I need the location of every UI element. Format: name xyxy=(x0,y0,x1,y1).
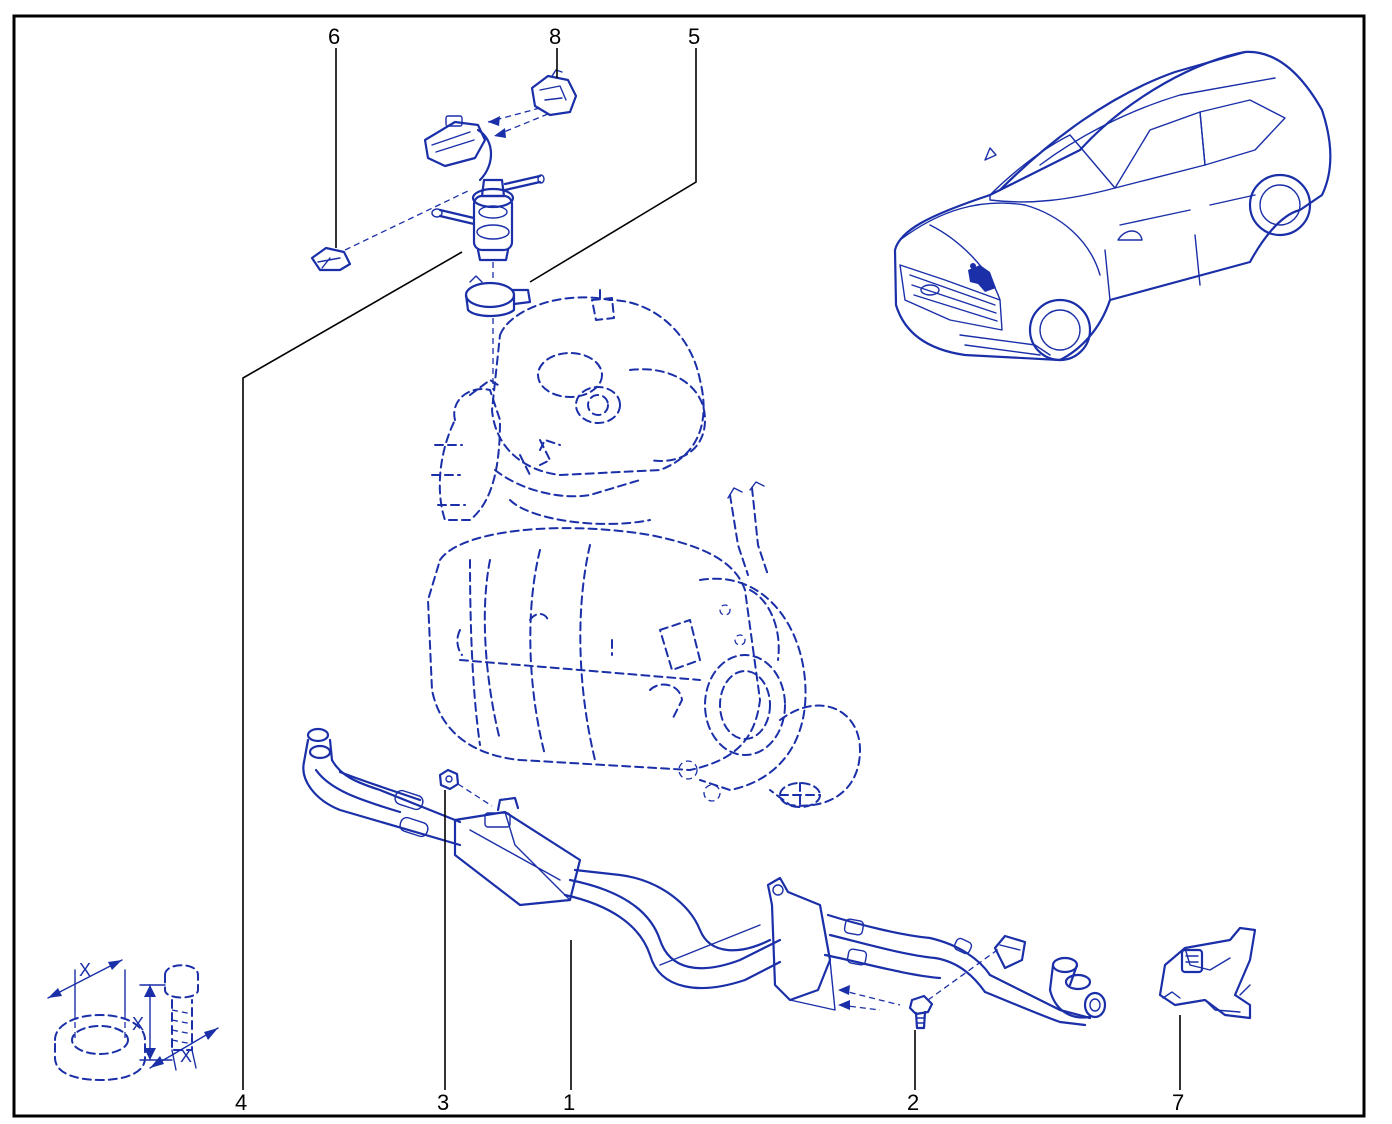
bolt-length-dimension-label: X xyxy=(132,1014,144,1034)
callout-1: 1 xyxy=(563,1090,575,1115)
nut-dimension-label: X xyxy=(79,960,91,980)
part-1-fit-line-b xyxy=(839,1004,881,1011)
callout-7: 7 xyxy=(1172,1090,1184,1115)
part-1-arrow-b xyxy=(838,1000,850,1010)
part-6-fit-line xyxy=(344,189,471,251)
sensor-connector xyxy=(423,115,493,182)
part-5-sensor-bracket xyxy=(464,275,532,318)
leader-4 xyxy=(242,251,463,1090)
vehicle-locator-illustration xyxy=(893,50,1332,362)
particulate-filter-assembly xyxy=(427,289,861,808)
tightening-inset: X X X xyxy=(47,959,219,1081)
part-8-arrow-b xyxy=(494,128,506,138)
callout-5: 5 xyxy=(688,24,700,49)
callout-3: 3 xyxy=(437,1090,449,1115)
part-8-clip xyxy=(530,69,578,117)
part-7-mounting-bracket xyxy=(1158,926,1257,1020)
part-2-fit-line xyxy=(927,947,1001,1001)
part-3-fit-line xyxy=(457,783,493,807)
part-3-nut xyxy=(438,768,460,791)
part-6-clip xyxy=(310,246,352,272)
diagram-frame xyxy=(12,14,1366,1118)
part-1-arrow-a xyxy=(838,985,850,995)
callout-8: 8 xyxy=(549,24,561,49)
callout-6: 6 xyxy=(328,24,340,49)
part-2-bolt xyxy=(908,994,934,1030)
callout-4: 4 xyxy=(235,1090,247,1115)
leader-5 xyxy=(529,48,697,283)
bolt-angle-dimension-label: X xyxy=(180,1046,192,1066)
part-1-pressure-pipe-assembly xyxy=(302,727,1107,1027)
callout-leaders xyxy=(242,48,1181,1090)
part-8-arrow-a xyxy=(488,116,500,126)
part-4-pressure-sensor xyxy=(431,174,545,262)
part-1-fit-line-a xyxy=(839,989,901,1006)
callout-2: 2 xyxy=(907,1090,919,1115)
